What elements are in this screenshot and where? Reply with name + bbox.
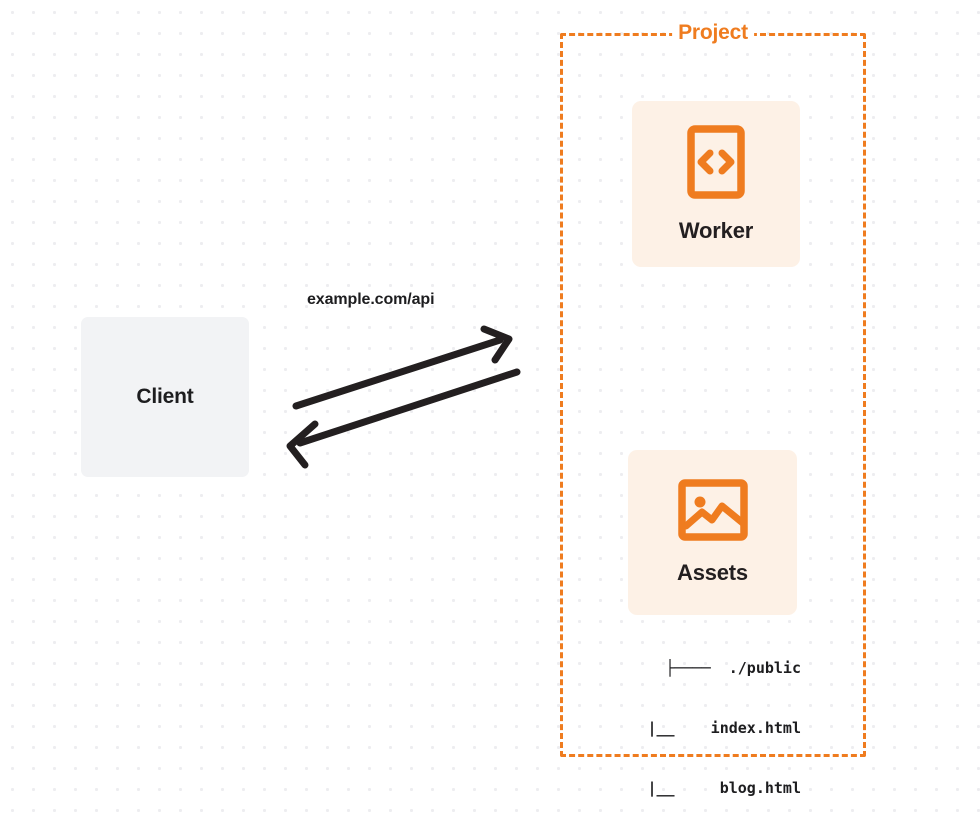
request-arrow <box>292 325 513 410</box>
project-boundary: Project <box>560 21 866 757</box>
image-icon <box>677 479 748 546</box>
connection-label: example.com/api <box>307 291 435 308</box>
node-client[interactable]: Client <box>81 317 249 477</box>
file-tree-line: |__ blog.html <box>620 779 801 797</box>
node-client-label: Client <box>136 385 194 408</box>
node-assets-label: Assets <box>677 560 748 585</box>
node-assets[interactable]: Assets <box>628 450 797 615</box>
project-title: Project <box>672 21 754 45</box>
code-brackets-icon <box>687 124 745 204</box>
response-arrow <box>286 368 521 469</box>
node-worker-label: Worker <box>678 217 754 243</box>
assets-file-tree: ├──── ./public |__ index.html |__ blog.h… <box>600 618 801 818</box>
file-tree-line: ├──── ./public <box>665 659 801 677</box>
node-worker[interactable]: Worker <box>632 101 800 267</box>
file-tree-line: |__ index.html <box>620 719 801 737</box>
